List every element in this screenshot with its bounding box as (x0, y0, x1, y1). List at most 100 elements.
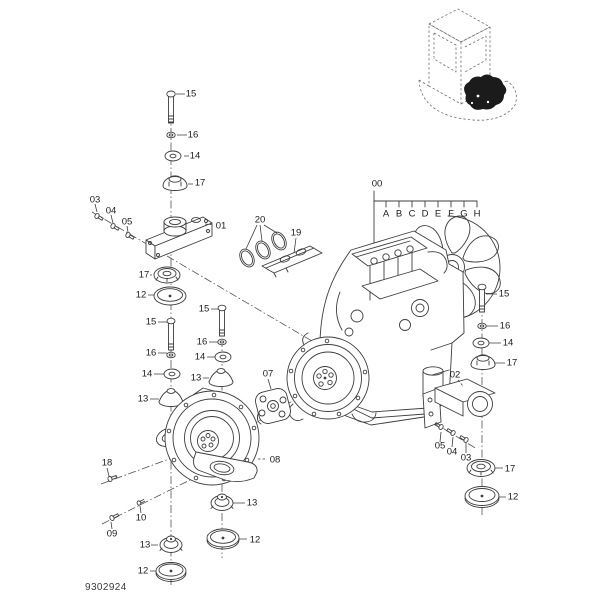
bolt-15 (166, 90, 176, 124)
callout-08-housing: 08 (269, 454, 281, 466)
bolt-15 (479, 287, 485, 313)
bolts-05-04-03-right (434, 422, 469, 443)
callout-14-top-left: 14 (189, 150, 201, 162)
bolt-03 (459, 435, 469, 443)
drawing-number: 9302924 (85, 582, 127, 593)
fan-shroud-arc (447, 215, 501, 321)
bolt-15 (168, 321, 174, 351)
callout-20-orings: 20 (254, 214, 266, 226)
bracket-01 (145, 216, 213, 260)
oring-set-20 (239, 231, 287, 268)
machine-location-inset (418, 8, 517, 121)
cup-12-left (153, 286, 187, 306)
variant-letter-f: F (448, 208, 454, 220)
callout-12-bottom-right: 12 (249, 534, 261, 546)
callout-01-bracket: 01 (215, 220, 227, 232)
variant-letter-d: D (421, 208, 429, 220)
callout-12-right-mount: 12 (507, 491, 519, 503)
lock-washer-16 (477, 322, 487, 330)
lock-washer-16 (166, 351, 176, 359)
callout-17-right: 17 (506, 357, 518, 369)
mount-13-bottom-right (210, 493, 234, 511)
callout-14-mid-right: 14 (194, 351, 206, 363)
callout-13-bottom-left: 13 (139, 539, 151, 551)
bottom-ear (193, 451, 258, 483)
variant-letter-b: B (395, 208, 403, 220)
cup-12-bottom-right (206, 528, 240, 550)
bolt-05 (125, 232, 135, 240)
callout-16-right: 16 (499, 320, 511, 332)
mount-stack-right (470, 283, 496, 370)
mount-stack-top-left (162, 90, 188, 191)
intake-manifold (361, 268, 439, 300)
coupling-07 (255, 388, 291, 425)
cup-12-bottom-left (155, 562, 187, 582)
washer-14 (164, 150, 182, 162)
engine-location-marker (464, 74, 507, 110)
bolt-04 (446, 428, 456, 436)
cup-12-right (464, 486, 500, 508)
callout-02-bracket: 02 (449, 369, 461, 381)
mount-stack-mid-right (208, 304, 234, 387)
variant-letter-c: C (408, 208, 416, 220)
mount-17-left (153, 266, 181, 284)
callout-04-right: 04 (446, 446, 458, 458)
callout-19-manifold: 19 (290, 227, 302, 239)
variant-letter-a: A (382, 208, 390, 220)
bolt-03 (94, 213, 104, 221)
callout-18-bolt: 18 (101, 457, 113, 469)
callout-04-left: 04 (105, 205, 117, 217)
valve-cover (351, 236, 428, 267)
lock-washer-16 (166, 131, 176, 139)
bolt-04 (110, 223, 120, 231)
callout-12-left-mount: 12 (135, 289, 147, 301)
callout-17-left-mount: 17 (138, 269, 150, 281)
callout-07-coupling: 07 (262, 368, 274, 380)
callout-05-right: 05 (434, 440, 446, 452)
variant-letter-e: E (434, 208, 442, 220)
lock-washer-16 (217, 338, 227, 346)
callout-15-mid-left: 15 (145, 316, 157, 328)
variant-letter-h: H (473, 208, 481, 220)
callout-15-top-left: 15 (185, 88, 197, 100)
callout-14-right: 14 (502, 337, 514, 349)
bracket-02 (422, 378, 496, 429)
bolts-03-04-05 (94, 213, 135, 240)
cone-mount-13 (208, 368, 234, 387)
cone-mount-13 (158, 388, 184, 407)
callout-13-mid-right: 13 (190, 372, 202, 384)
manifold-19 (261, 245, 323, 278)
callout-13-bottom-right: 13 (246, 497, 258, 509)
mount-13-bottom-left (159, 535, 183, 553)
callout-16-mid-right: 16 (196, 336, 208, 348)
washer-14 (472, 337, 490, 349)
rubber-mount-17 (470, 354, 496, 370)
mount-17-right (466, 459, 496, 477)
engine-illustration (286, 215, 501, 426)
callout-13-mid-left: 13 (137, 393, 149, 405)
variant-letter-g: G (460, 208, 468, 220)
stud-10 (136, 499, 146, 506)
callout-12-bottom-left: 12 (137, 565, 149, 577)
bolt-09 (109, 513, 120, 521)
callout-17-top-left: 17 (194, 177, 206, 189)
assembly-tree (373, 190, 478, 247)
callout-14-mid-left: 14 (141, 368, 153, 380)
bolt-05 (434, 422, 444, 430)
callout-00-engine: 00 (371, 178, 383, 190)
callout-15-right: 15 (498, 288, 510, 300)
callout-03-right: 03 (460, 452, 472, 464)
leader-lines (94, 93, 506, 572)
rubber-mount-17 (162, 175, 188, 191)
callout-16-mid-left: 16 (145, 347, 157, 359)
bolt-18 (107, 475, 118, 482)
callout-17-right-mount: 17 (504, 463, 516, 475)
callout-15-mid-right: 15 (198, 303, 210, 315)
washer-14 (214, 351, 232, 363)
washer-14 (163, 368, 181, 380)
callout-10-stud: 10 (135, 512, 147, 524)
engine-flywheel-housing (286, 332, 377, 423)
callout-16-top-left: 16 (187, 129, 199, 141)
